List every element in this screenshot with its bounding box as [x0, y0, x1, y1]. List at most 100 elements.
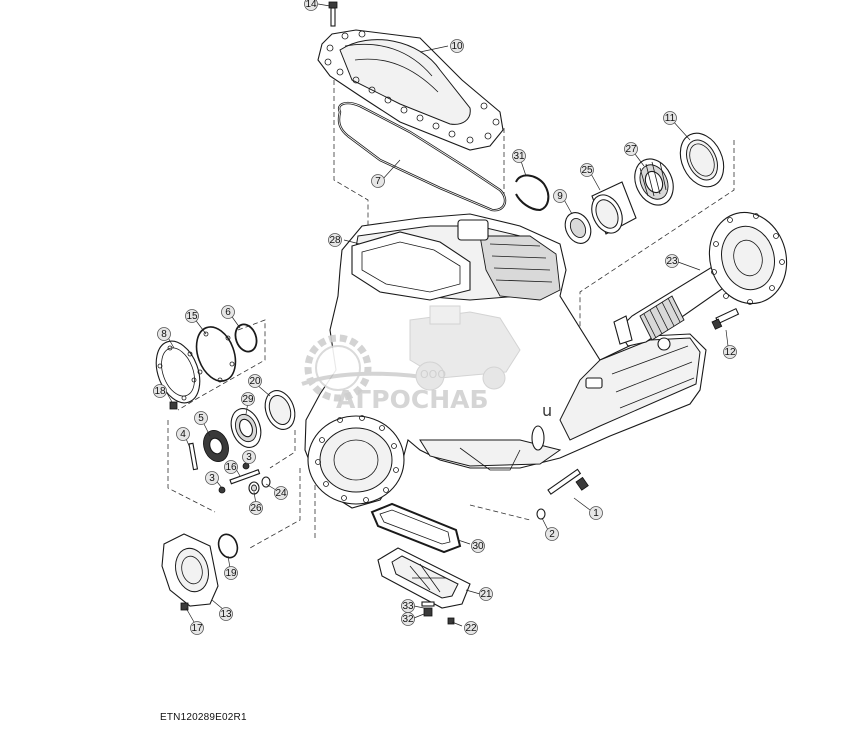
company-watermark: ООО АГРОСНАБ u	[301, 305, 552, 420]
pan-bolt	[447, 617, 455, 625]
small-hardware	[218, 462, 271, 495]
callout-11: 11	[663, 111, 677, 125]
o-ring	[234, 323, 258, 353]
callout-number: 7	[375, 176, 381, 187]
harvester-silhouette-icon	[409, 305, 521, 391]
long-bolt	[547, 468, 589, 495]
side-cover-plate	[155, 340, 201, 404]
drain-plug	[421, 601, 435, 617]
callout-number: 13	[220, 609, 232, 620]
drawing-reference-code: ETN120289E02R1	[160, 712, 247, 723]
callout-18: 18	[153, 384, 167, 398]
callout-21: 21	[479, 587, 493, 601]
callout-number: 9	[557, 191, 563, 202]
callout-number: 32	[402, 614, 414, 625]
callout-3: 3	[205, 471, 219, 485]
cup-ring	[264, 390, 296, 430]
callout-number: 29	[242, 394, 254, 405]
callout-12: 12	[723, 345, 737, 359]
callout-8: 8	[157, 327, 171, 341]
callout-number: 4	[180, 429, 186, 440]
oil-seal	[564, 212, 592, 244]
callout-number: 24	[275, 488, 287, 499]
callout-26: 26	[249, 501, 263, 515]
roller-bearing	[230, 408, 262, 448]
callout-16: 16	[224, 460, 238, 474]
callout-number: 1	[593, 508, 599, 519]
callout-number: 12	[724, 347, 736, 358]
retaining-ring	[217, 533, 239, 559]
callout-number: 28	[329, 235, 341, 246]
callout-number: 19	[225, 568, 237, 579]
callout-number: 8	[161, 329, 167, 340]
callout-32: 32	[401, 612, 415, 626]
washer	[536, 508, 546, 520]
callout-number: 11	[665, 113, 676, 124]
end-cover	[161, 533, 219, 607]
callout-1: 1	[589, 506, 603, 520]
callout-9: 9	[553, 189, 567, 203]
callout-number: 3	[209, 473, 215, 484]
callout-number: 17	[191, 623, 203, 634]
callout-10: 10	[450, 39, 464, 53]
callout-number: 27	[625, 144, 637, 155]
callout-19: 19	[224, 566, 238, 580]
callout-number: 30	[472, 541, 484, 552]
callout-14: 14	[304, 0, 318, 11]
callout-29: 29	[241, 392, 255, 406]
callout-number: 21	[480, 589, 492, 600]
callout-17: 17	[190, 621, 204, 635]
cover-bolt-holes	[324, 30, 500, 144]
wheel-stud	[711, 307, 740, 330]
side-gasket	[195, 326, 237, 383]
cover-gasket	[337, 101, 507, 212]
axle-shaft	[613, 211, 788, 347]
watermark-prefix: ООО	[420, 368, 446, 381]
drive-flange	[203, 430, 229, 462]
callout-number: 23	[666, 256, 678, 267]
callout-number: 16	[225, 462, 237, 473]
side-cover-bolt	[169, 401, 178, 410]
callout-number: 3	[246, 452, 252, 463]
callout-31: 31	[512, 149, 526, 163]
callout-22: 22	[464, 621, 478, 635]
watermark-suffix: u	[542, 401, 552, 420]
watermark-company-name: АГРОСНАБ	[336, 385, 489, 414]
callout-6: 6	[221, 305, 235, 319]
callout-33: 33	[401, 599, 415, 613]
callout-27: 27	[624, 142, 638, 156]
callout-15: 15	[185, 309, 199, 323]
callout-13: 13	[219, 607, 233, 621]
end-cover-bolt	[180, 602, 189, 611]
outer-seal	[679, 132, 725, 188]
callout-number: 20	[249, 376, 261, 387]
cover-bolt	[328, 1, 338, 27]
callout-number: 22	[465, 623, 477, 634]
oil-pan	[377, 547, 471, 609]
dowel-pin	[188, 442, 199, 471]
callout-number: 15	[186, 311, 198, 322]
pan-gasket	[370, 502, 462, 554]
callout-4: 4	[176, 427, 190, 441]
snap-ring	[515, 174, 550, 212]
callout-number: 14	[305, 0, 317, 10]
callout-number: 6	[225, 307, 231, 318]
callout-number: 33	[402, 601, 414, 612]
callout-23: 23	[665, 254, 679, 268]
callout-20: 20	[248, 374, 262, 388]
callout-30: 30	[471, 539, 485, 553]
callout-number: 18	[154, 386, 166, 397]
callout-28: 28	[328, 233, 342, 247]
top-cover-plate	[317, 29, 504, 151]
callout-number: 10	[451, 41, 463, 52]
callout-number: 2	[549, 529, 555, 540]
callout-25: 25	[580, 163, 594, 177]
callout-7: 7	[371, 174, 385, 188]
callout-3: 3	[242, 450, 256, 464]
callout-2: 2	[545, 527, 559, 541]
bearing-cup	[591, 181, 637, 235]
callout-24: 24	[274, 486, 288, 500]
tapered-roller-bearing	[634, 158, 674, 206]
